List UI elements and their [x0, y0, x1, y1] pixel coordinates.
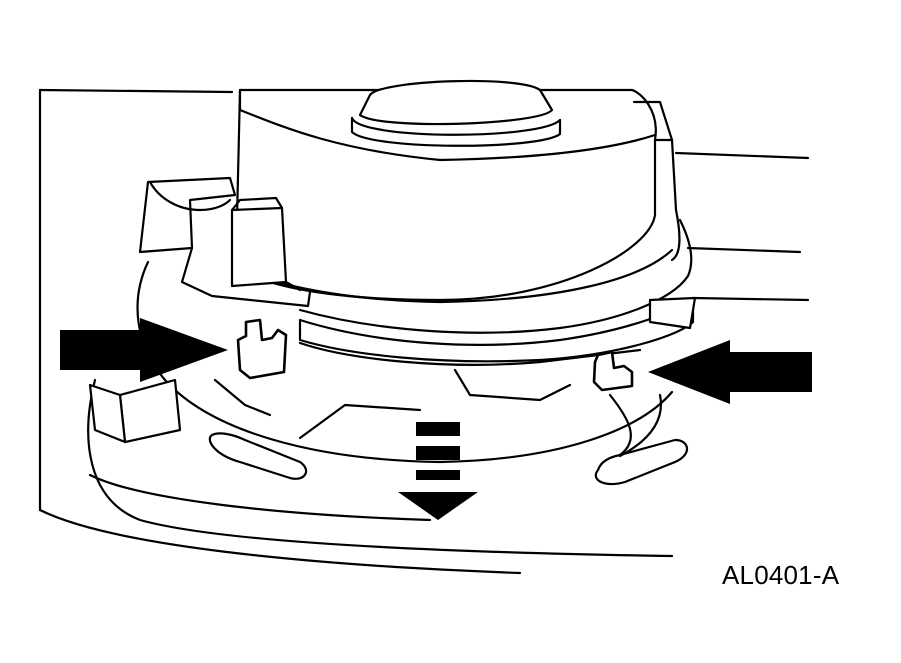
- figure-code-label: AL0401-A: [722, 560, 840, 590]
- right-bracket-icon: [648, 296, 697, 330]
- retaining-tab-left-icon: [236, 318, 288, 380]
- press-arrow-left-icon: [60, 318, 228, 382]
- mounting-ring-outline: [88, 260, 689, 486]
- mounting-plate-outline: [38, 88, 810, 575]
- left-bracket-icon: [138, 176, 312, 308]
- top-cap-icon: [350, 79, 562, 147]
- motor-housing-icon: [234, 88, 695, 366]
- press-arrow-right-icon: [648, 340, 812, 404]
- retaining-tab-right-icon: [592, 350, 634, 392]
- pull-down-arrow-icon: [398, 422, 478, 520]
